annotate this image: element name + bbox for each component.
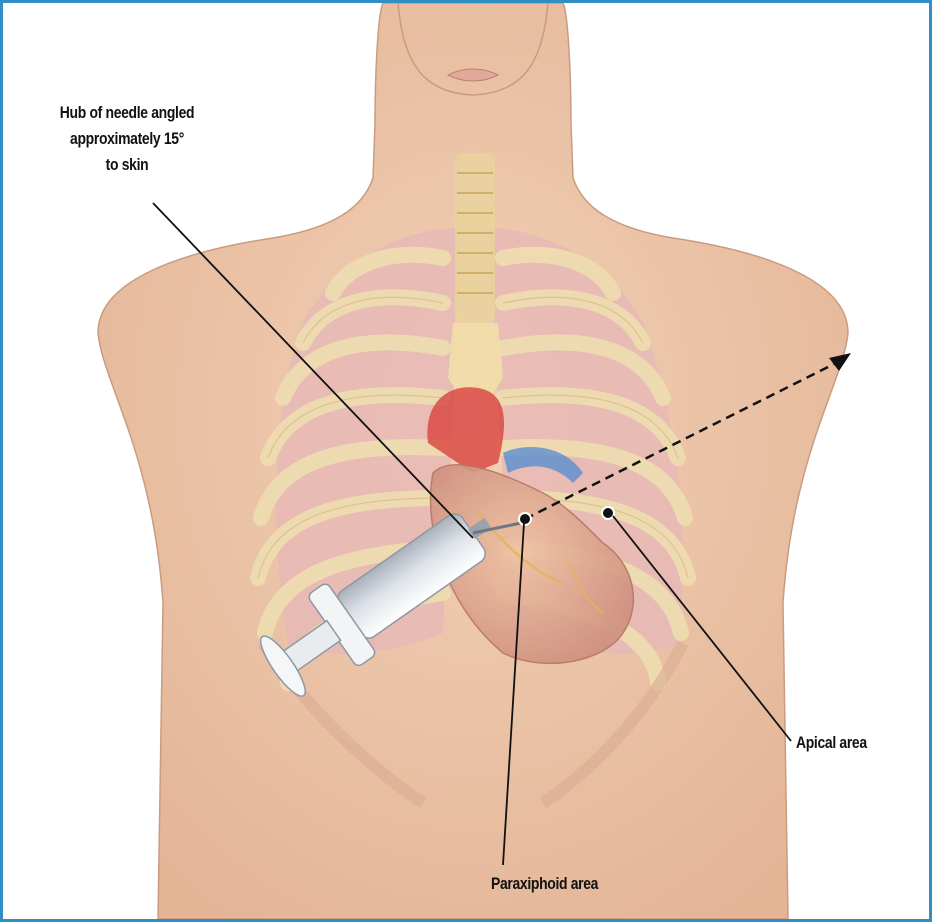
paraxiphoid-point-marker <box>519 513 531 525</box>
apical-area-label: Apical area <box>796 730 867 756</box>
hub-label-line-3: to skin <box>29 152 226 178</box>
hub-angle-label: Hub of needle angled approximately 15° t… <box>29 100 226 178</box>
hub-label-line-2: approximately 15° <box>29 126 226 152</box>
hub-label-line-1: Hub of needle angled <box>29 100 226 126</box>
trachea <box>455 153 495 323</box>
paraxiphoid-area-label: Paraxiphoid area <box>491 871 598 897</box>
apical-point-marker <box>602 507 614 519</box>
sternum <box>448 323 503 393</box>
